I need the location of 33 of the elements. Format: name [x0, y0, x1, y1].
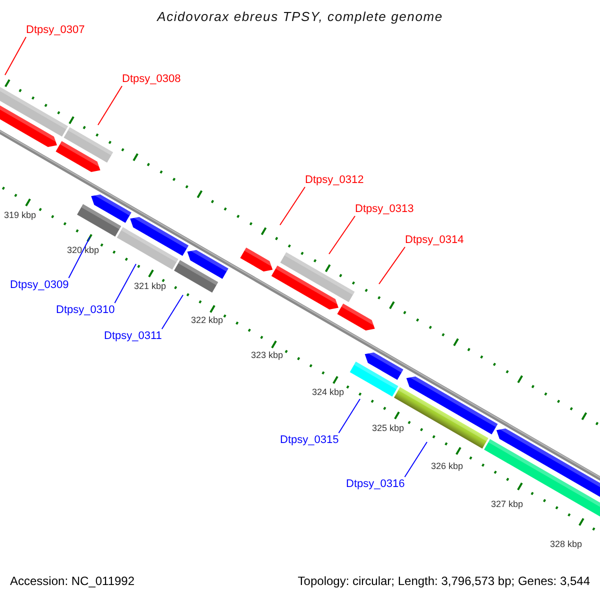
position-label: 319 kbp [4, 210, 36, 221]
gene-label: Dtpsy_0313 [355, 202, 414, 216]
gene-label: Dtpsy_0315 [280, 433, 339, 447]
leader-line [161, 294, 184, 330]
position-label: 320 kbp [67, 245, 100, 256]
gene-label: Dtpsy_0308 [122, 72, 181, 86]
position-label: 321 kbp [134, 281, 166, 292]
gene-label: Dtpsy_0310 [56, 303, 115, 317]
gene-label: Dtpsy_0316 [346, 477, 405, 491]
leader-line [68, 236, 90, 278]
leader-line [328, 216, 356, 254]
genome-info: Topology: circular; Length: 3,796,573 bp; Genes: 3,544 [298, 574, 590, 588]
gene-label: Dtpsy_0309 [10, 278, 69, 292]
leader-line [4, 36, 26, 76]
gene-label: Dtpsy_0307 [26, 23, 85, 37]
leader-line [98, 86, 122, 126]
position-label: 325 kbp [372, 423, 404, 434]
leader-line [114, 264, 136, 304]
position-label: 328 kbp [550, 539, 582, 550]
leader-line [338, 398, 360, 434]
position-label: 326 kbp [431, 461, 464, 472]
gene-label: Dtpsy_0311 [104, 329, 162, 343]
title: Acidovorax ebreus TPSY, complete genome [156, 9, 444, 24]
position-label: 327 kbp [491, 499, 524, 510]
position-label: 323 kbp [251, 350, 284, 361]
leader-line [378, 246, 406, 284]
leader-line [404, 442, 428, 478]
position-label: 322 kbp [191, 315, 224, 326]
leader-line [280, 186, 306, 226]
gene-label: Dtpsy_0312 [305, 173, 364, 187]
position-label: 324 kbp [312, 387, 344, 398]
gene-label: Dtpsy_0314 [405, 233, 464, 247]
genome-info: Accession: NC_011992 [10, 574, 135, 588]
